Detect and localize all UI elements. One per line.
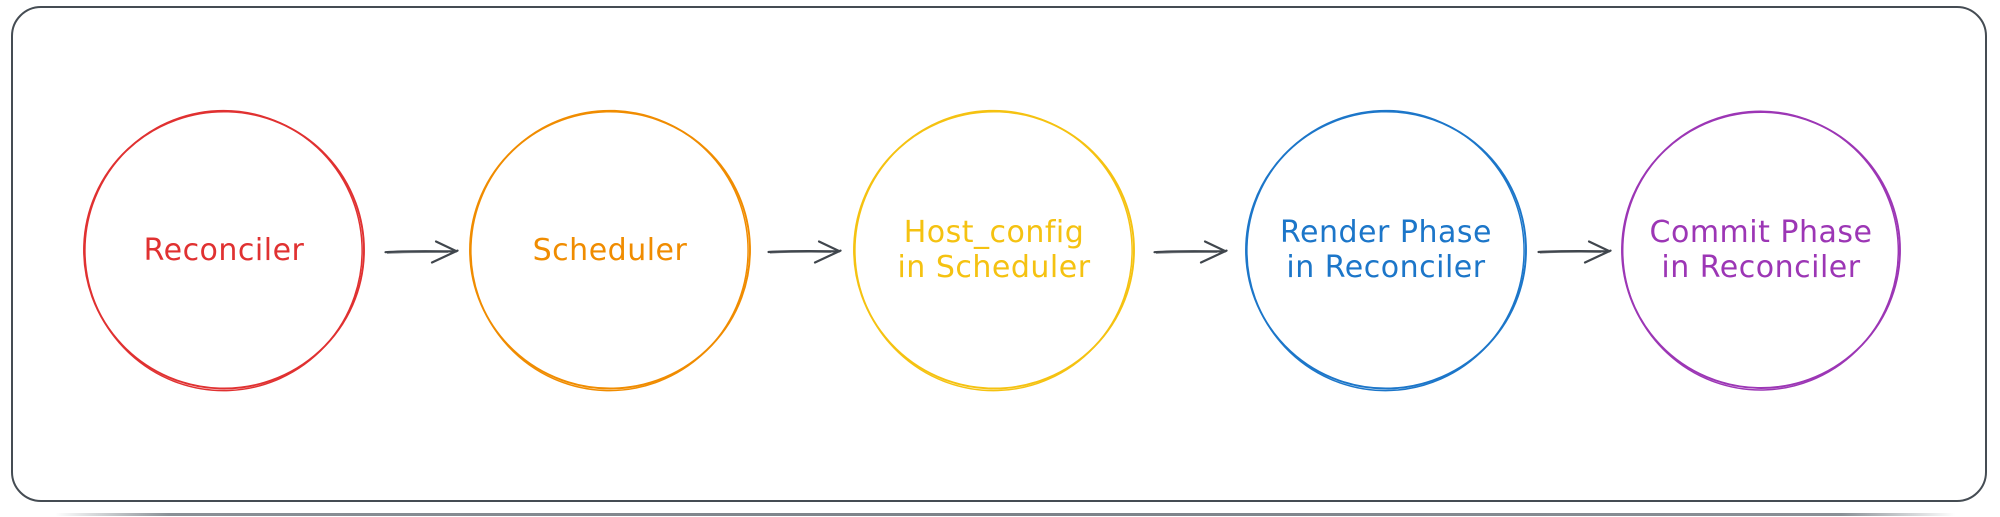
node-label: Scheduler bbox=[532, 232, 688, 268]
node-label: Render Phase in Reconciler bbox=[1280, 215, 1492, 285]
circle-outline bbox=[469, 109, 751, 392]
node-host-config-in-scheduler[interactable]: Host_config in Scheduler bbox=[851, 107, 1137, 393]
arrow-render-phase-to-commit-phase[interactable] bbox=[1536, 235, 1616, 267]
arrow-reconciler-to-scheduler[interactable] bbox=[383, 235, 463, 267]
node-label: Commit Phase in Reconciler bbox=[1649, 215, 1873, 285]
node-label: Host_config in Scheduler bbox=[897, 215, 1091, 285]
arrow-right-icon bbox=[384, 240, 459, 264]
node-reconciler[interactable]: Reconciler bbox=[81, 107, 367, 393]
diagram-frame[interactable] bbox=[11, 6, 1987, 502]
circle-outline bbox=[1621, 110, 1901, 391]
bottom-scroll-strip bbox=[55, 513, 1955, 516]
node-label: Reconciler bbox=[143, 232, 305, 268]
circle-outline bbox=[1245, 109, 1527, 392]
node-scheduler[interactable]: Scheduler bbox=[467, 107, 753, 393]
arrow-right-icon bbox=[1153, 240, 1228, 264]
node-render-phase-in-reconciler[interactable]: Render Phase in Reconciler bbox=[1243, 107, 1529, 393]
node-commit-phase-in-reconciler[interactable]: Commit Phase in Reconciler bbox=[1618, 107, 1904, 393]
circle-outline bbox=[853, 109, 1135, 392]
arrow-right-icon bbox=[1537, 240, 1612, 264]
circle-outline bbox=[83, 109, 365, 392]
arrow-scheduler-to-host-config[interactable] bbox=[766, 235, 846, 267]
arrow-host-config-to-render-phase[interactable] bbox=[1152, 235, 1232, 267]
arrow-right-icon bbox=[767, 240, 842, 264]
